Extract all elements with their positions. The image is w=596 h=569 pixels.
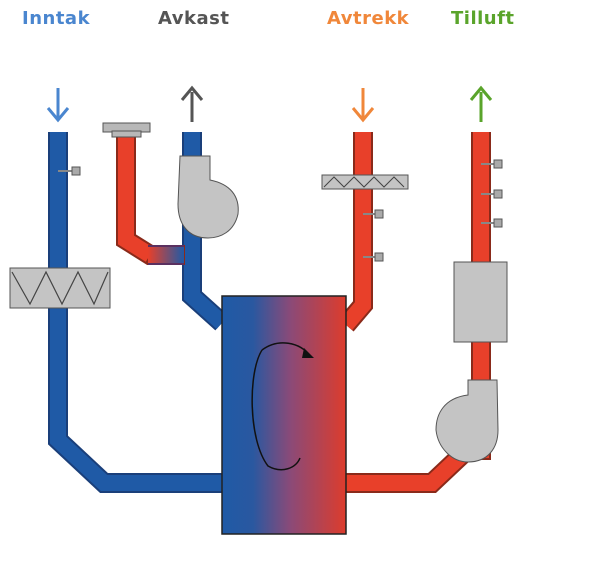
label-avkast: Avkast — [158, 8, 230, 29]
rotation-arrow-icon — [302, 348, 314, 358]
arrow-down-icon — [351, 88, 375, 123]
sensor-icon — [58, 166, 81, 176]
arrow-down-icon — [46, 88, 70, 123]
filter-icon — [321, 174, 409, 190]
arrow-up-icon — [469, 85, 493, 122]
filter-icon — [9, 267, 111, 309]
heater-box — [453, 261, 508, 343]
sensor-icon — [481, 159, 503, 169]
label-inntak: Inntak — [22, 8, 91, 29]
heat-exchanger — [221, 295, 347, 535]
sensor-icon — [363, 209, 384, 219]
sensor-icon — [481, 218, 503, 228]
tilluft-fan-icon — [435, 379, 499, 463]
label-tilluft: Tilluft — [451, 8, 515, 29]
label-avtrekk: Avtrekk — [327, 8, 410, 29]
damper-icon — [102, 122, 151, 138]
sensor-icon — [363, 252, 384, 262]
avkast-fan-icon — [177, 155, 239, 239]
arrow-up-icon — [180, 85, 204, 122]
sensor-icon — [481, 189, 503, 199]
